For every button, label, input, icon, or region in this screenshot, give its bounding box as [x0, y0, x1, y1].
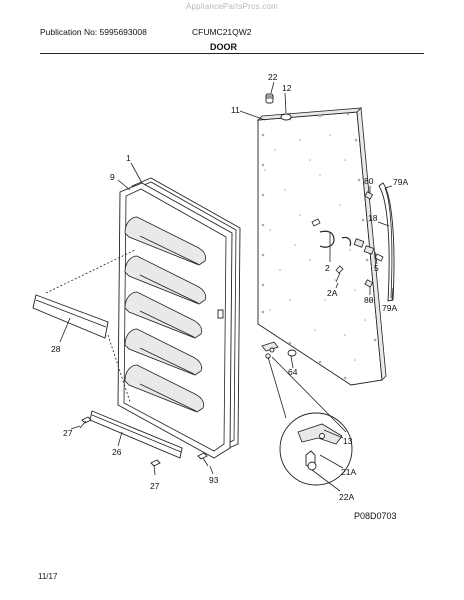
- hinge-detail-magnifier: [267, 356, 353, 486]
- callout-11: 11: [231, 105, 240, 115]
- callout-93: 93: [209, 475, 219, 485]
- model-number: CFUMC21QW2: [192, 27, 252, 37]
- callout-5: 5: [374, 263, 379, 273]
- plug: [280, 113, 292, 121]
- hinge-bracket-group: [261, 341, 297, 359]
- callout-2: 2: [325, 263, 330, 273]
- header-rule: [40, 53, 424, 54]
- hinge-cap: [265, 93, 274, 104]
- page-number: 11/17: [38, 572, 58, 581]
- callout-27-bottom: 27: [150, 481, 160, 491]
- callout-18: 18: [368, 213, 378, 223]
- screw-27-left: [79, 416, 92, 429]
- handle-screw-top: [364, 191, 374, 200]
- callout-80-bottom: 80: [364, 295, 374, 305]
- callout-80-top: 80: [364, 176, 374, 186]
- callout-27-left: 27: [63, 428, 73, 438]
- callout-21a: 21A: [341, 467, 356, 477]
- callout-22: 22: [268, 72, 278, 82]
- section-title: DOOR: [210, 42, 237, 52]
- callout-12: 12: [282, 83, 292, 93]
- handle-mount-brackets: [311, 218, 384, 283]
- callout-9: 9: [110, 172, 115, 182]
- callout-1: 1: [126, 153, 131, 163]
- callout-26: 26: [112, 447, 122, 457]
- callout-2a: 2A: [327, 288, 338, 298]
- callout-79a-bottom: 79A: [382, 303, 397, 313]
- leader-lines: [59, 81, 394, 492]
- callout-22a: 22A: [339, 492, 354, 502]
- screw-27-bottom: [150, 459, 161, 476]
- door-latch-slot: [217, 309, 224, 319]
- handle-screw-bottom: [364, 279, 374, 288]
- callout-64: 64: [288, 367, 298, 377]
- publication-number: Publication No: 5995693008: [40, 27, 147, 37]
- callout-28: 28: [51, 344, 61, 354]
- bottom-trim-strip: [89, 410, 183, 459]
- liner-shelves: [124, 216, 207, 413]
- callout-79a-top: 79A: [393, 177, 408, 187]
- watermark: AppliancePartsPros.com: [186, 2, 278, 11]
- left-trim-strip: [32, 294, 109, 339]
- door-liner: [117, 182, 233, 459]
- door-handle: [378, 182, 395, 302]
- callout-13: 13: [343, 436, 353, 446]
- screw-93: [197, 452, 209, 467]
- dash-guide-top: [45, 249, 136, 294]
- drawing-code: P08D0703: [354, 511, 397, 521]
